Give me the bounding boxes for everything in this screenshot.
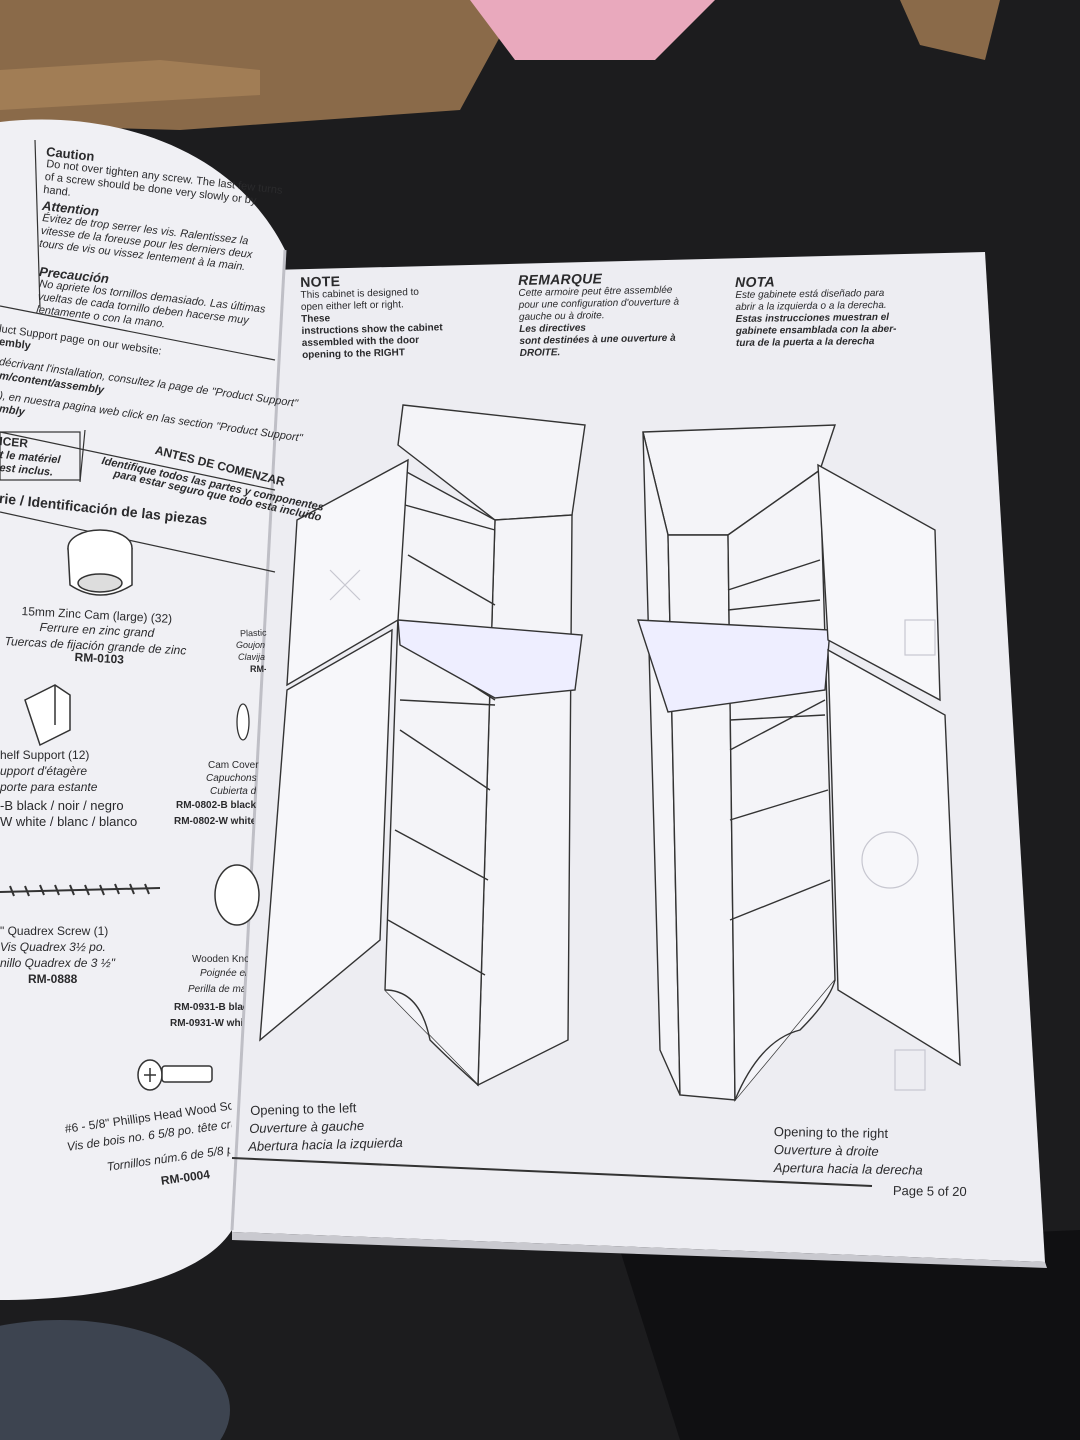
left-page-lines [0, 139, 276, 573]
remarque-block: REMARQUE Cette armoire peut être assembl… [518, 268, 720, 360]
note-block: NOTE This cabinet is designed to open ei… [300, 269, 502, 362]
knob-3: Perilla de madera [188, 984, 244, 995]
cardboard-edge [0, 60, 260, 110]
nota-block: NOTA Este gabinete está diseñado para ab… [735, 271, 936, 350]
dowel-3: Clavija de plastico [238, 652, 266, 662]
page-gutter [230, 249, 287, 1231]
knob-icon [214, 864, 260, 926]
knob-5: RM-0931-W white [170, 1018, 242, 1029]
camcover-3: Cubierta de levas [210, 786, 256, 797]
dowel-2: Goujon de plastique [236, 640, 266, 650]
right-caption-fr: Ouverture à droite [773, 1142, 879, 1159]
nota-text: Este gabinete está diseñado para abrir a… [735, 287, 887, 313]
left-caption-es: Abertura hacia la izquierda [248, 1134, 403, 1154]
screw-icon [0, 883, 161, 897]
wood-screw-icon [137, 1059, 213, 1091]
remarque-bold: Les directives sont destinées à une ouve… [519, 322, 676, 359]
fabric [0, 1320, 230, 1440]
cabinet-left-illustration [259, 404, 586, 1087]
cabinet-right-illustration [637, 424, 961, 1102]
right-page-shadow [232, 1232, 1047, 1268]
screw-name: " Quadrex Screw (1) [0, 924, 109, 938]
left-caption-fr: Ouverture à gauche [249, 1117, 365, 1136]
shelf-black: -B black / noir / negro [0, 798, 124, 813]
faint-reference-diagram [329, 569, 936, 1091]
camcover-2: Capuchons de cam [206, 773, 258, 784]
remarque-text: Cette armoire peut être assemblée pour u… [518, 284, 680, 323]
dowel-icon [236, 703, 250, 741]
pink-paper [470, 0, 715, 60]
right-page-lines [231, 1157, 873, 1187]
screw-fr: Vis Quadrex 3½ po. [0, 940, 106, 954]
page-number: Page 5 of 20 [892, 1183, 967, 1200]
nota-bold: Estas instrucciones muestran el gabinete… [735, 311, 897, 349]
shelf-support-icon [24, 684, 71, 747]
left-page [0, 119, 285, 1301]
camcover-4: RM-0802-B black / noir [176, 800, 256, 811]
knob-1: Wooden Knob & Screw [192, 954, 248, 965]
dowel-4: RM- [250, 664, 266, 674]
camcover-1: Cam Cover Cap [208, 760, 260, 771]
cardboard-box [0, 0, 1000, 130]
screw-es: nillo Quadrex de 3 ½" [0, 956, 115, 970]
camcover-5: RM-0802-W white / blanc [174, 816, 254, 827]
knob-2: Poignée en bois [200, 968, 246, 979]
shelf-fr: upport d'étagère [0, 764, 88, 778]
right-caption-es: Apertura hacia la derecha [773, 1160, 923, 1178]
screw-code: RM-0888 [28, 972, 78, 986]
knob-4: RM-0931-B black [174, 1002, 244, 1013]
left-caption-en: Opening to the left [250, 1100, 357, 1118]
cam-icon [67, 529, 133, 596]
shelf-es: porte para estante [0, 780, 98, 794]
note-bold: These instructions show the cabinet asse… [301, 313, 443, 361]
table-card [620, 1230, 1080, 1440]
shelf-name: helf Support (12) [0, 748, 90, 762]
shelf-white: W white / blanc / blanco [0, 814, 138, 829]
right-caption-en: Opening to the right [773, 1124, 889, 1141]
